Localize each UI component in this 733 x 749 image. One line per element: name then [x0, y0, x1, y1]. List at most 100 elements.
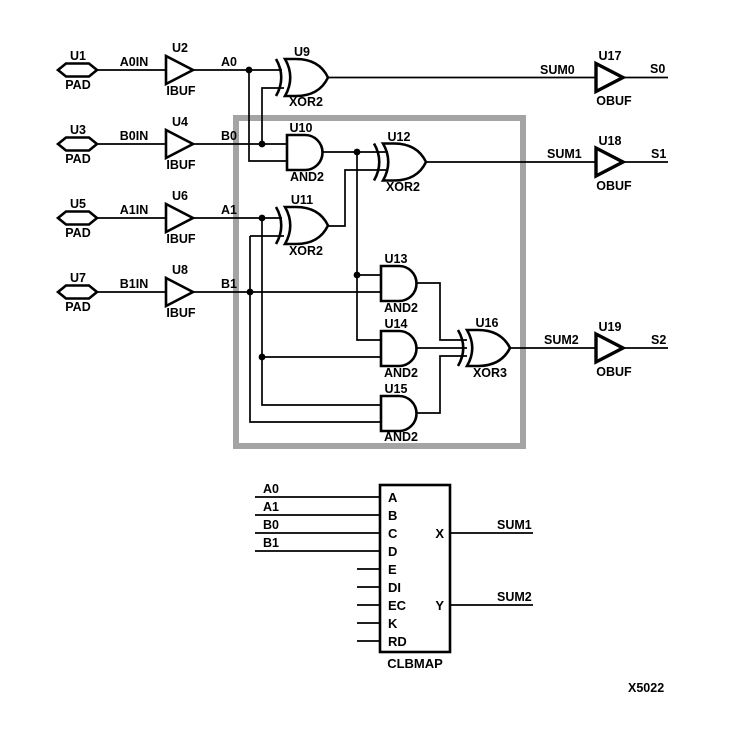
- part-type-label: PAD: [65, 300, 90, 314]
- pad-symbol: [55, 62, 100, 78]
- part-type-label: OBUF: [596, 94, 632, 108]
- clbmap-output-net-sum1: SUM1: [497, 518, 532, 532]
- part-type-label: AND2: [290, 170, 324, 184]
- gate-u11: U11 XOR2: [274, 193, 330, 258]
- clbmap-pin-a: A: [388, 490, 398, 505]
- clbmap-pin-rd: RD: [388, 634, 407, 649]
- gate-u10: U10 AND2: [285, 121, 324, 184]
- ibuf-symbol: [164, 53, 196, 87]
- junction-dot: [246, 288, 254, 296]
- xor2-symbol: [282, 57, 330, 98]
- part-type-label: IBUF: [166, 232, 196, 246]
- pad-u3: U3 PAD: [55, 123, 100, 166]
- refdes-label: U8: [172, 263, 188, 277]
- refdes-label: U9: [294, 45, 310, 59]
- part-type-label: XOR2: [289, 244, 323, 258]
- part-type-label: PAD: [65, 78, 90, 92]
- clbmap-label: CLBMAP: [387, 656, 443, 671]
- refdes-label: U18: [599, 134, 622, 148]
- obuf-symbol: [594, 145, 627, 179]
- clbmap-body: [378, 483, 452, 654]
- pad-symbol: [55, 136, 100, 152]
- net-u11-u12-wire: [328, 169, 388, 227]
- part-type-label: PAD: [65, 226, 90, 240]
- refdes-label: U17: [599, 49, 622, 63]
- clbmap-net-label-a0: A0: [263, 482, 279, 496]
- obuf-symbol: [594, 331, 627, 365]
- part-type-label: XOR3: [473, 366, 507, 380]
- clbmap-wires: [255, 496, 533, 642]
- refdes-label: U2: [172, 41, 188, 55]
- net-label-a1: A1: [221, 203, 237, 217]
- refdes-label: U15: [385, 382, 408, 396]
- pad-symbol: [55, 284, 100, 300]
- ibuf-u6: U6 IBUF: [164, 189, 196, 246]
- junction-dot: [245, 66, 253, 74]
- clbmap-net-label-a1: A1: [263, 500, 279, 514]
- refdes-label: U7: [70, 271, 86, 285]
- net-label-b1: B1: [221, 277, 237, 291]
- part-type-label: IBUF: [166, 158, 196, 172]
- ibuf-symbol: [164, 127, 196, 161]
- junction-dot: [353, 148, 361, 156]
- junction-dot: [353, 271, 361, 279]
- junction-dot: [258, 353, 266, 361]
- clbmap-pin-di: DI: [388, 580, 401, 595]
- xor2-symbol: [380, 142, 428, 182]
- xor2-symbol: [282, 205, 330, 246]
- obuf-u19: U19 OBUF: [594, 320, 632, 379]
- net-b1-branch-wire: [249, 236, 381, 423]
- net-label-sum1: SUM1: [547, 147, 582, 161]
- ibuf-symbol: [164, 201, 196, 235]
- junction-dots: [245, 66, 361, 361]
- refdes-label: U19: [599, 320, 622, 334]
- refdes-label: U11: [291, 193, 313, 207]
- gate-u16: U16 XOR3: [456, 316, 512, 380]
- net-a0-branch-wire: [248, 70, 287, 162]
- and2-symbol: [379, 394, 418, 433]
- clbmap-pin-k: K: [388, 616, 398, 631]
- clbmap-output-net-sum2: SUM2: [497, 590, 532, 604]
- clbmap-pin-x: X: [435, 526, 444, 541]
- refdes-label: U12: [388, 130, 411, 144]
- part-type-label: OBUF: [596, 179, 632, 193]
- gate-u12: U12 XOR2: [372, 130, 428, 194]
- net-label-s0: S0: [650, 62, 665, 76]
- clbmap-pin-y: Y: [435, 598, 444, 613]
- clbmap-pin-ec: EC: [388, 598, 407, 613]
- net-label-a0: A0: [221, 55, 237, 69]
- xor-back-arc: [372, 142, 381, 182]
- obuf-symbol: [594, 60, 627, 95]
- part-type-label: PAD: [65, 152, 90, 166]
- ibuf-u8: U8 IBUF: [164, 263, 196, 320]
- net-label-s1: S1: [651, 147, 666, 161]
- net-label-a0in: A0IN: [120, 55, 148, 69]
- clbmap-pin-d: D: [388, 544, 397, 559]
- clbmap-pin-e: E: [388, 562, 397, 577]
- pad-u1: U1 PAD: [55, 49, 100, 92]
- part-type-label: IBUF: [166, 306, 196, 320]
- refdes-label: U3: [70, 123, 86, 137]
- junction-dot: [258, 214, 266, 222]
- refdes-label: U5: [70, 197, 86, 211]
- figure-number-label: X5022: [628, 681, 664, 695]
- clbmap-symbol: A B C D E DI EC K RD X Y CLBMAP: [378, 483, 452, 671]
- part-type-label: AND2: [384, 301, 418, 315]
- net-c1-vert-wire: [356, 152, 381, 341]
- obuf-u17: U17 OBUF: [594, 49, 632, 108]
- ibuf-symbol: [164, 275, 196, 309]
- and2-symbol: [379, 264, 418, 303]
- and2-symbol: [379, 329, 418, 368]
- refdes-label: U14: [385, 317, 408, 331]
- part-type-label: IBUF: [166, 84, 196, 98]
- refdes-label: U6: [172, 189, 188, 203]
- refdes-label: U4: [172, 115, 188, 129]
- gate-u9: U9 XOR2: [274, 45, 330, 109]
- net-u15-u16-wire: [416, 355, 467, 414]
- pad-u7: U7 PAD: [55, 271, 100, 314]
- xor-back-arc: [274, 206, 283, 245]
- pad-u5: U5 PAD: [55, 197, 100, 240]
- net-b0-branch-wire: [261, 87, 284, 144]
